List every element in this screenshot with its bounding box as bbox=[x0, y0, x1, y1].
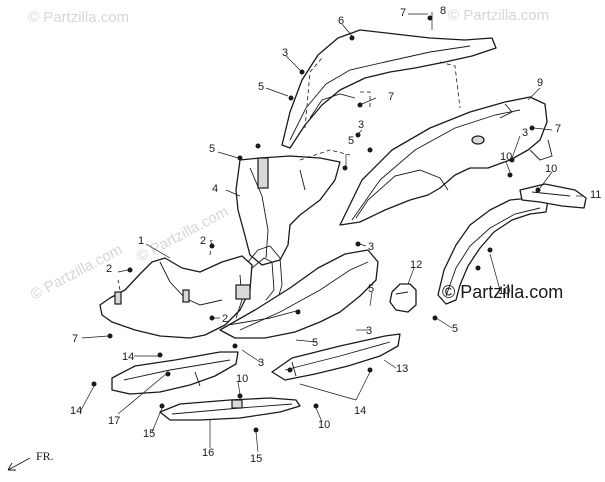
callout: 5 bbox=[312, 337, 318, 349]
callout: 10 bbox=[236, 373, 248, 385]
callout: 3 bbox=[368, 241, 374, 253]
callout: 14 bbox=[122, 351, 134, 363]
callout: 3 bbox=[522, 127, 528, 139]
callout: 5 bbox=[368, 283, 374, 295]
callout: 5 bbox=[452, 323, 458, 335]
callout: 3 bbox=[366, 325, 372, 337]
callout: 11 bbox=[590, 189, 601, 201]
callout: 5 bbox=[258, 81, 264, 93]
watermark: © Partzilla.com bbox=[448, 7, 549, 24]
rear-fender bbox=[437, 183, 587, 305]
callout: 10 bbox=[500, 151, 512, 163]
left-footrest bbox=[111, 351, 239, 395]
front-arrow-icon bbox=[7, 457, 31, 471]
upper-side-panel bbox=[281, 29, 497, 149]
callout: 3 bbox=[258, 357, 264, 369]
fasteners bbox=[91, 15, 541, 433]
callout: 5 bbox=[348, 135, 354, 147]
callout: 1 bbox=[138, 235, 144, 247]
callout: 10 bbox=[498, 285, 510, 297]
right-footrest bbox=[271, 333, 401, 381]
leader-lines bbox=[79, 12, 584, 453]
callout: 2 bbox=[222, 313, 228, 325]
callout: 14 bbox=[70, 405, 82, 417]
mounting-bracket bbox=[235, 245, 283, 313]
callout-labels: 8 7 6 3 5 7 9 3 7 5 5 4 10 3 10 11 1 2 2… bbox=[70, 5, 601, 465]
callout: 7 bbox=[388, 91, 394, 103]
front-lower-cover bbox=[235, 149, 351, 266]
direction-label: FR. bbox=[36, 449, 54, 463]
callout: 8 bbox=[440, 5, 446, 17]
callout: 7 bbox=[72, 333, 78, 345]
callout: 16 bbox=[202, 447, 214, 459]
callout: 14 bbox=[354, 405, 366, 417]
front-direction-indicator: FR. bbox=[7, 449, 54, 471]
callout: 3 bbox=[282, 47, 288, 59]
callout: 6 bbox=[338, 15, 344, 27]
callout: 9 bbox=[537, 77, 543, 89]
callout: 10 bbox=[318, 419, 330, 431]
partzilla-brand-label: © Partzilla.com bbox=[442, 282, 563, 302]
callout: 15 bbox=[250, 453, 262, 465]
watermark: © Partzilla.com bbox=[28, 9, 129, 26]
callout: 13 bbox=[396, 363, 408, 375]
callout: 15 bbox=[143, 428, 155, 440]
callout: 2 bbox=[106, 263, 112, 275]
watermark: © Partzilla.com bbox=[134, 203, 231, 265]
callout: 7 bbox=[555, 123, 561, 135]
callout: 17 bbox=[108, 415, 120, 427]
callout: 2 bbox=[200, 235, 206, 247]
bottom-skid-plate bbox=[159, 397, 301, 421]
callout: 7 bbox=[400, 7, 406, 19]
right-floor-side-cover bbox=[219, 249, 379, 339]
cap-cover bbox=[389, 283, 417, 313]
callout: 3 bbox=[358, 119, 364, 131]
callout: 5 bbox=[209, 143, 215, 155]
callout: 12 bbox=[410, 259, 422, 271]
rear-side-cover bbox=[339, 96, 553, 226]
callout: 10 bbox=[545, 163, 557, 175]
callout: 4 bbox=[212, 183, 218, 195]
